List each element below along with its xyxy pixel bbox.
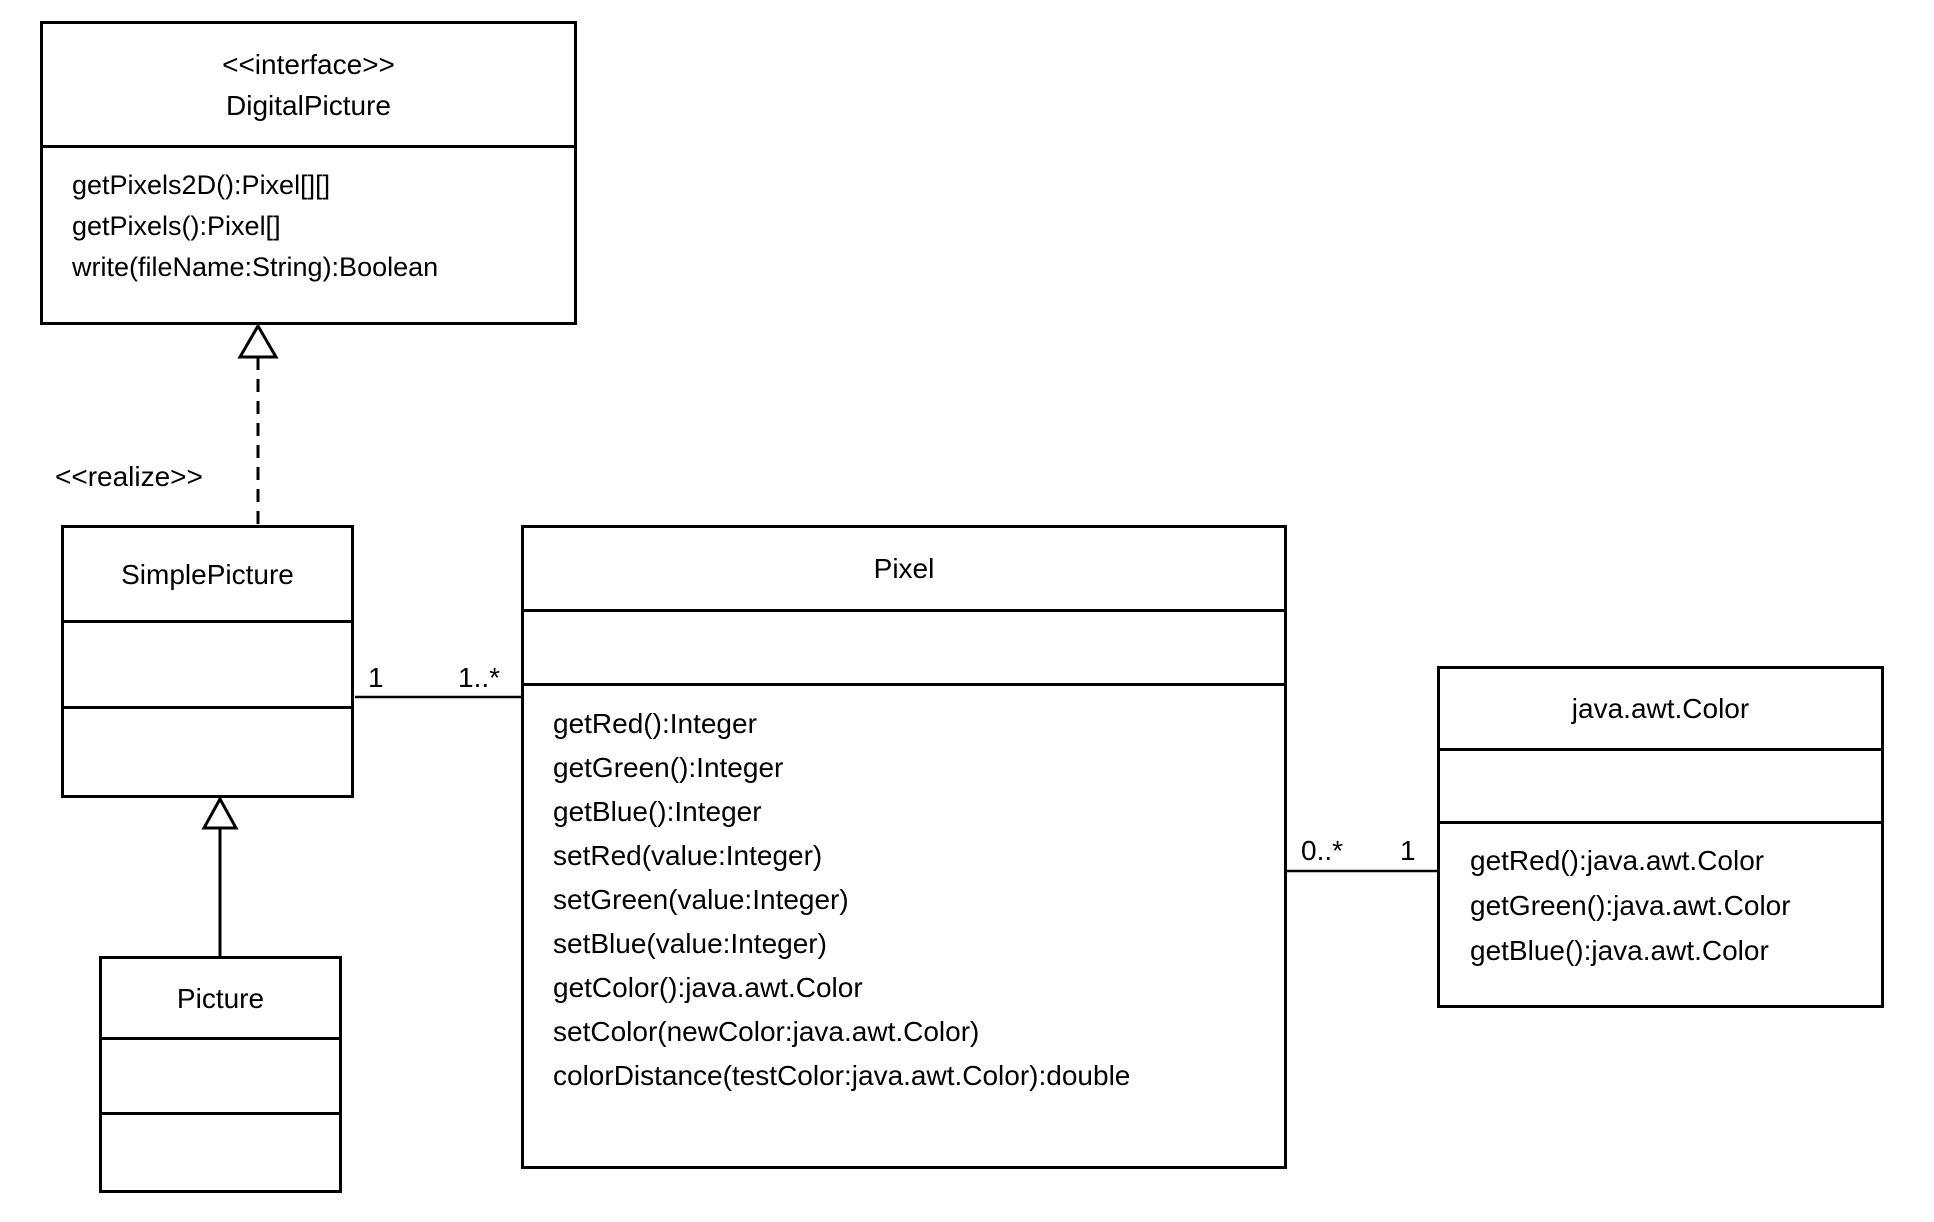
method-row: setGreen(value:Integer): [553, 884, 849, 915]
method-row: getRed():java.awt.Color: [1470, 845, 1765, 876]
color-attributes-empty: [1440, 748, 1881, 821]
multiplicity-pixel-side: 1..*: [458, 662, 501, 693]
method-row: getRed():Integer: [553, 708, 757, 739]
multiplicity-pixel-side-color-assoc: 0..*: [1301, 835, 1344, 866]
class-box-pixel: Pixel getRed():Integer getGreen():Intege…: [521, 525, 1287, 1169]
picture-methods-empty: [102, 1112, 339, 1190]
pixel-attributes-empty: [524, 609, 1284, 683]
digitalpicture-title: <<interface>> DigitalPicture: [43, 24, 574, 145]
simplepicture-attributes-empty: [64, 620, 351, 706]
color-title: java.awt.Color: [1440, 669, 1881, 748]
method-row: getGreen():Integer: [553, 752, 784, 783]
method-row: write(fileName:String):Boolean: [72, 252, 439, 282]
method-row: setRed(value:Integer): [553, 840, 823, 871]
method-row: colorDistance(testColor:java.awt.Color):…: [553, 1060, 1131, 1091]
digitalpicture-stereotype: <<interface>>: [222, 48, 395, 80]
class-box-digitalpicture: <<interface>> DigitalPicture getPixels2D…: [40, 21, 577, 325]
class-box-picture: Picture: [99, 956, 342, 1193]
digitalpicture-name: DigitalPicture: [226, 89, 391, 121]
realize-label: <<realize>>: [55, 461, 203, 492]
method-row: getGreen():java.awt.Color: [1470, 890, 1791, 921]
method-row: getColor():java.awt.Color: [553, 972, 863, 1003]
pixel-title: Pixel: [524, 528, 1284, 609]
method-row: getPixels2D():Pixel[][]: [72, 170, 331, 200]
pixel-methods: getRed():Integer getGreen():Integer getB…: [524, 683, 1284, 1166]
method-row: setColor(newColor:java.awt.Color): [553, 1016, 980, 1047]
realize-arrowhead-icon: [237, 323, 279, 359]
digitalpicture-methods: getPixels2D():Pixel[][] getPixels():Pixe…: [43, 145, 574, 322]
simplepicture-name: SimplePicture: [121, 558, 294, 590]
multiplicity-color-side: 1: [1400, 835, 1416, 866]
multiplicity-simplepicture-side: 1: [368, 662, 384, 693]
class-box-java-awt-color: java.awt.Color getRed():java.awt.Color g…: [1437, 666, 1884, 1008]
pixel-name: Pixel: [873, 553, 935, 584]
simplepicture-methods-empty: [64, 706, 351, 795]
color-name: java.awt.Color: [1571, 693, 1750, 724]
picture-name: Picture: [176, 982, 265, 1014]
method-row: getBlue():Integer: [553, 796, 762, 827]
picture-attributes-empty: [102, 1037, 339, 1112]
method-row: getBlue():java.awt.Color: [1470, 935, 1769, 966]
color-methods: getRed():java.awt.Color getGreen():java.…: [1440, 821, 1881, 1005]
picture-title: Picture: [102, 959, 339, 1037]
class-box-simplepicture: SimplePicture: [61, 525, 354, 798]
method-row: setBlue(value:Integer): [553, 928, 827, 959]
method-row: getPixels():Pixel[]: [72, 211, 281, 241]
generalization-arrowhead-icon: [201, 795, 239, 830]
simplepicture-title: SimplePicture: [64, 528, 351, 620]
